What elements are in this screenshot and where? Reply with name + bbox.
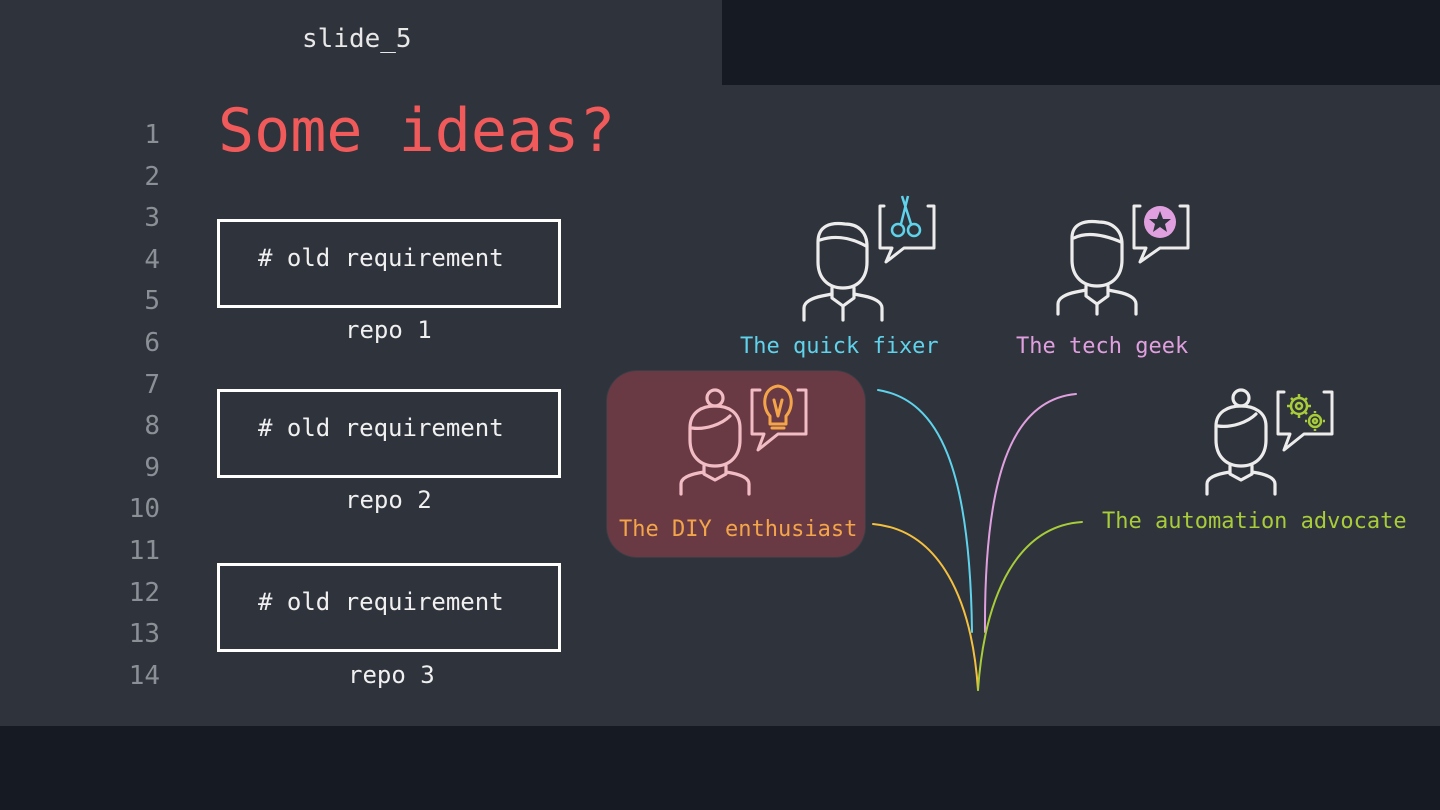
- persona-label-automation: The automation advocate: [1102, 509, 1407, 534]
- requirement-box-1: # old requirement: [217, 219, 561, 308]
- branch-tech-geek: [983, 393, 1077, 633]
- line-number: 11: [128, 535, 160, 566]
- quick-fixer-bubble: [878, 204, 936, 264]
- branch-automation: [977, 521, 1083, 691]
- requirement-text: # old requirement: [258, 414, 504, 442]
- line-number: 3: [144, 203, 160, 234]
- branch-quick-fixer: [877, 389, 973, 633]
- persona-label-diy: The DIY enthusiast: [619, 517, 858, 542]
- line-number: 10: [128, 494, 160, 525]
- line-number: 5: [144, 286, 160, 317]
- tab-title[interactable]: slide_5: [302, 24, 412, 54]
- line-number: 14: [128, 660, 160, 691]
- repo-label-3: repo 3: [348, 661, 435, 689]
- requirement-text: # old requirement: [258, 244, 504, 272]
- automation-bubble: [1276, 390, 1334, 452]
- repo-label-1: repo 1: [345, 316, 432, 344]
- diy-highlight-card: [607, 371, 865, 557]
- scissors-icon: [890, 195, 922, 238]
- branch-diy: [872, 523, 979, 691]
- persona-label-quick-fixer: The quick fixer: [740, 334, 939, 359]
- diy-bubble: [750, 388, 808, 452]
- gears-icon: [1287, 394, 1325, 431]
- slide-heading: Some ideas?: [218, 96, 616, 166]
- automation-person-icon: [1205, 388, 1277, 496]
- quick-fixer-person-icon: [802, 221, 884, 322]
- diy-person-icon: [679, 388, 751, 496]
- star-icon: [1149, 211, 1171, 232]
- requirement-box-3: # old requirement: [217, 563, 561, 652]
- tech-geek-person-icon: [1056, 219, 1138, 316]
- persona-label-tech-geek: The tech geek: [1016, 334, 1189, 359]
- line-number: 2: [144, 161, 160, 192]
- tech-geek-bubble: [1132, 204, 1190, 264]
- line-number: 1: [144, 120, 160, 150]
- line-number: 7: [144, 369, 160, 400]
- line-number: 8: [144, 411, 160, 442]
- line-number: 13: [128, 619, 160, 650]
- editor-bottom-bar: [0, 726, 1440, 810]
- requirement-box-2: # old requirement: [217, 389, 561, 478]
- requirement-text: # old requirement: [258, 588, 504, 616]
- line-number-gutter: 1 2 3 4 5 6 7 8 9 10 11 12 13 14: [100, 117, 160, 699]
- line-number: 6: [144, 327, 160, 358]
- line-number: 9: [144, 452, 160, 483]
- editor-top-bar: [722, 0, 1440, 85]
- lightbulb-icon: [763, 384, 793, 430]
- line-number: 12: [128, 577, 160, 608]
- line-number: 4: [144, 244, 160, 275]
- repo-label-2: repo 2: [345, 486, 432, 514]
